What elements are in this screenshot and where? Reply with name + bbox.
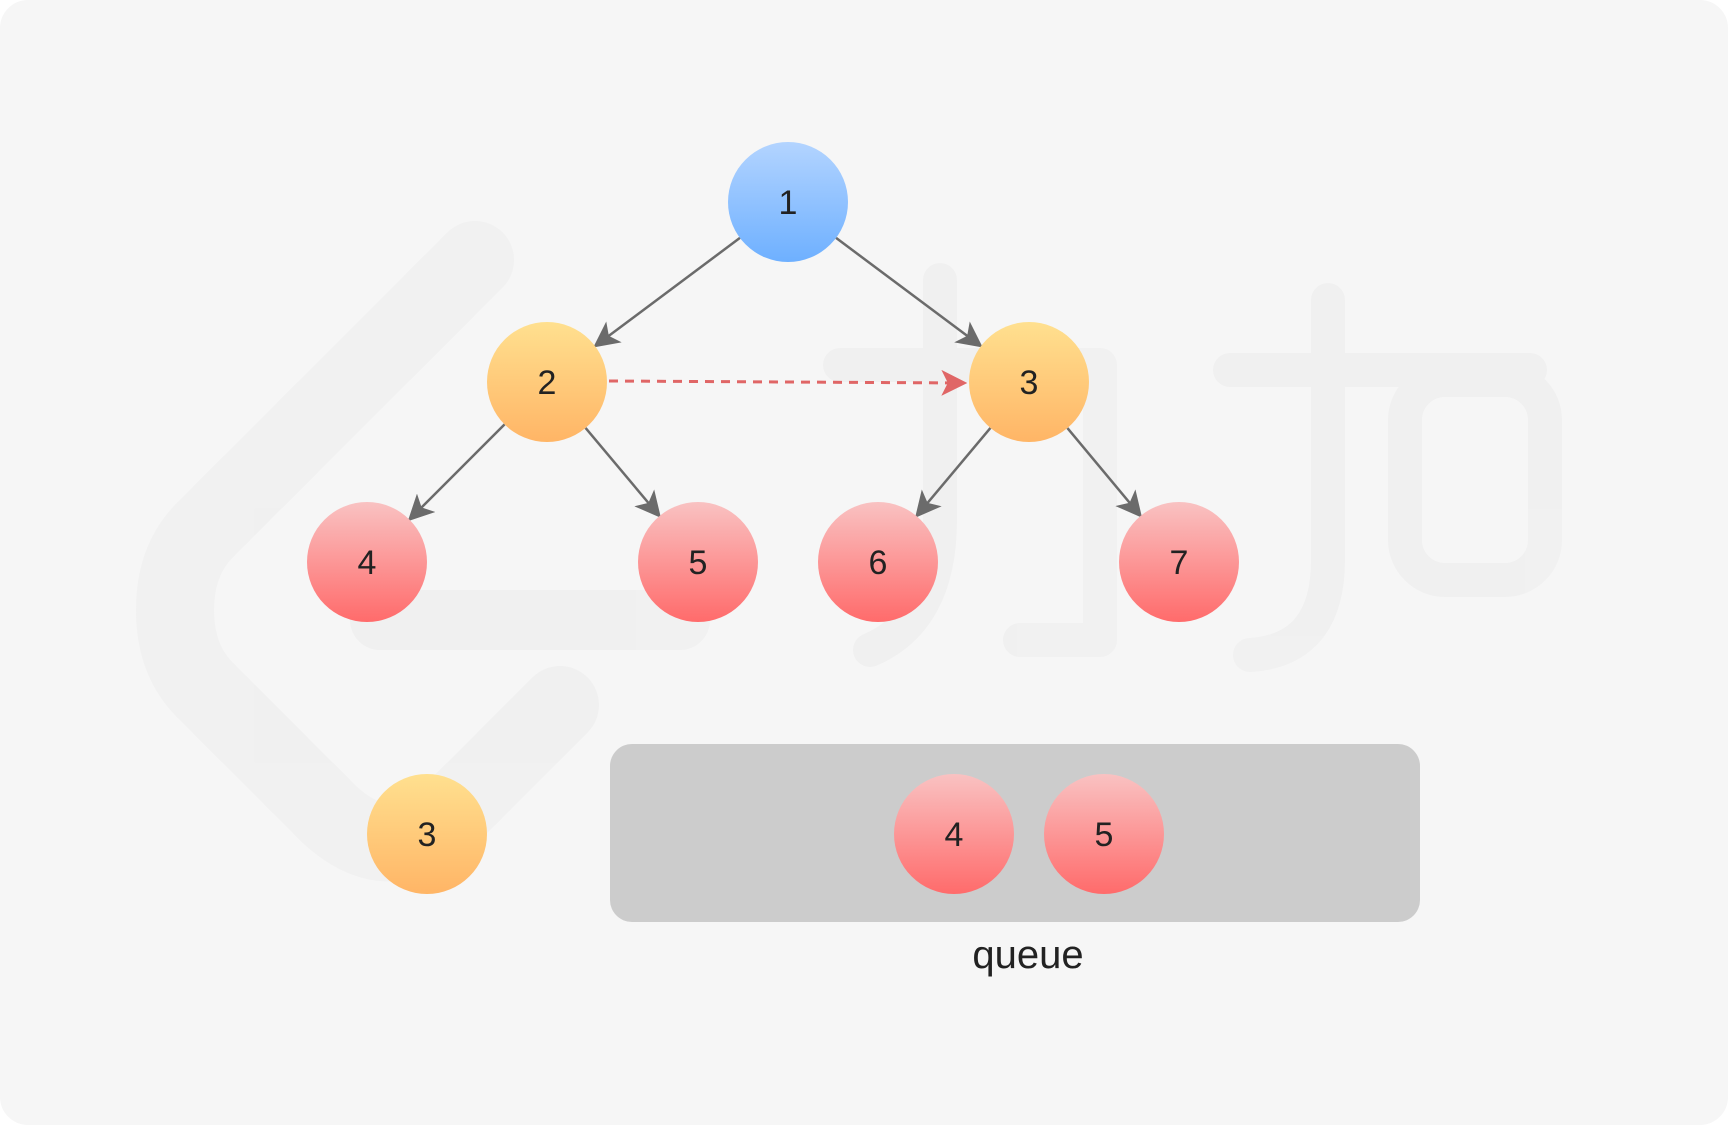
edge-n3-n6 <box>915 427 992 518</box>
edge-n2-n5 <box>584 427 661 518</box>
queue-item: 4 <box>894 774 1014 894</box>
tree-node-label: 3 <box>1020 364 1039 402</box>
tree-node-3: 3 <box>969 322 1089 442</box>
tree-node-5: 5 <box>638 502 758 622</box>
current-node-label: 3 <box>418 816 437 854</box>
tree-node-circle <box>728 142 848 262</box>
edge-n1-n2 <box>593 236 741 348</box>
current-node-circle <box>367 774 487 894</box>
tree-nodes: 1 2 3 4 5 6 7 <box>307 142 1239 622</box>
edge-n1-n3 <box>835 236 983 348</box>
tree-node-label: 2 <box>538 364 557 402</box>
next-pointer-layer <box>608 369 968 396</box>
tree-node-label: 4 <box>358 544 377 582</box>
tree-node-4: 4 <box>307 502 427 622</box>
tree-node-6: 6 <box>818 502 938 622</box>
tree-node-2: 2 <box>487 322 607 442</box>
queue-item: 5 <box>1044 774 1164 894</box>
tree-node-1: 1 <box>728 142 848 262</box>
tree-node-label: 5 <box>689 544 708 582</box>
queue-item-circle <box>1044 774 1164 894</box>
tree-node-circle <box>638 502 758 622</box>
next-pointer-arrow <box>608 369 968 396</box>
queue-item-label: 4 <box>945 816 964 854</box>
tree-node-circle <box>1119 502 1239 622</box>
tree-node-label: 6 <box>869 544 888 582</box>
tree-node-circle <box>307 502 427 622</box>
current-node: 3 <box>367 774 487 894</box>
tree-node-circle <box>969 322 1089 442</box>
queue-label: queue <box>972 933 1083 977</box>
tree-node-circle <box>818 502 938 622</box>
queue-item-circle <box>894 774 1014 894</box>
tree-node-label: 7 <box>1170 544 1189 582</box>
tree-edges <box>407 236 1143 522</box>
queue-item-label: 5 <box>1095 816 1114 854</box>
tree-node-7: 7 <box>1119 502 1239 622</box>
tree-node-label: 1 <box>779 184 798 222</box>
edge-n3-n7 <box>1066 427 1143 518</box>
tree-node-circle <box>487 322 607 442</box>
edge-n2-n4 <box>407 423 506 522</box>
queue-box <box>610 744 1420 922</box>
